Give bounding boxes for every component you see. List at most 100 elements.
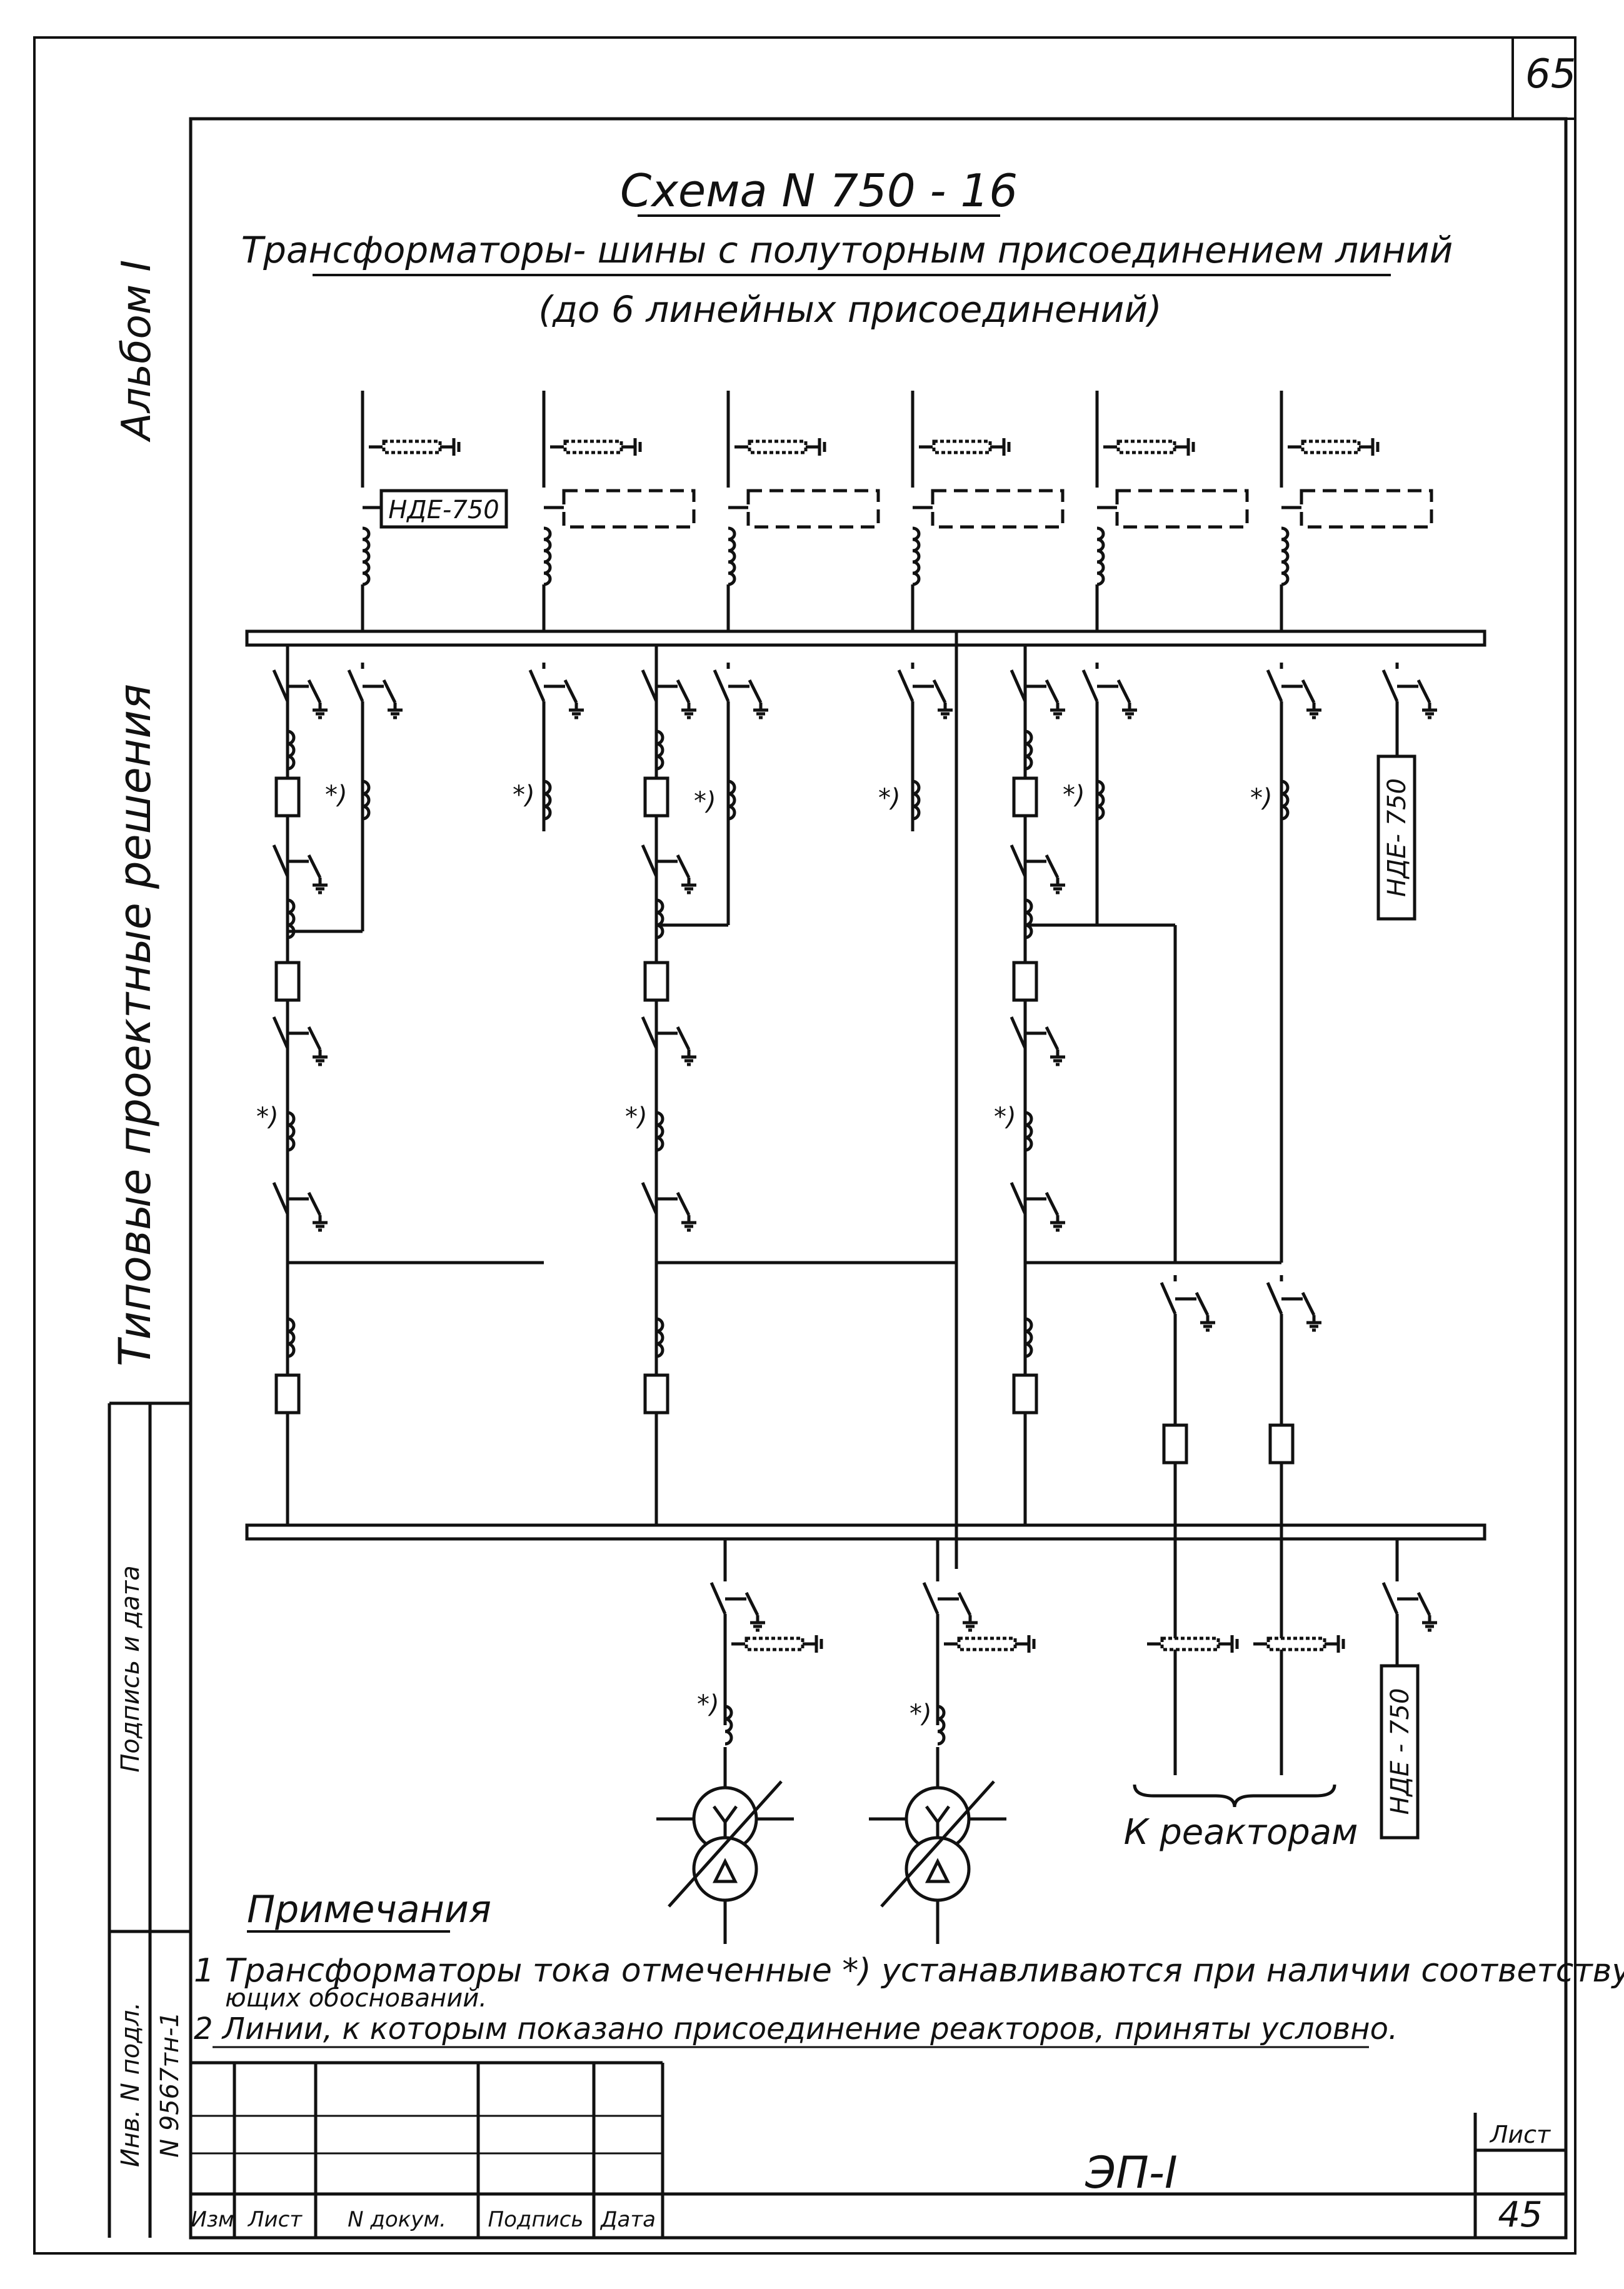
circuit-breaker xyxy=(643,1373,669,1415)
ct-coil xyxy=(543,804,552,821)
current-transformer xyxy=(912,779,921,821)
circuit-breaker xyxy=(643,961,669,1002)
delta-symbol xyxy=(712,1858,738,1883)
circuit-breaker xyxy=(274,961,301,1002)
ct-mark: *) xyxy=(694,787,716,816)
earth-blade xyxy=(563,679,578,704)
note-1: 1 Трансформаторы тока отмеченные *) уста… xyxy=(194,1952,1624,1990)
disconnector xyxy=(641,1009,696,1066)
current-transformer xyxy=(728,779,736,821)
switch-blade xyxy=(1010,669,1027,703)
arrester-body xyxy=(1266,1636,1326,1651)
ct-coil xyxy=(1025,1342,1033,1358)
earth-blade xyxy=(1045,679,1060,704)
ct-coil xyxy=(287,754,296,771)
switch-blade xyxy=(1266,669,1283,703)
switch-blade xyxy=(528,669,546,703)
nde-box-right: НДЕ- 750 xyxy=(1376,754,1416,921)
earth-blade xyxy=(1045,854,1060,879)
earth-blade xyxy=(307,1191,322,1216)
disconnector xyxy=(272,838,328,894)
current-transformer xyxy=(287,1317,296,1358)
surge-arrester xyxy=(550,438,642,456)
regulation-arrow xyxy=(880,1780,995,1908)
star-symbol xyxy=(925,1805,951,1838)
switch-blade xyxy=(1010,1016,1027,1049)
busbar-lower xyxy=(245,1523,1486,1541)
surge-arrester xyxy=(1288,438,1380,456)
line-trap xyxy=(543,526,552,586)
col-sign: Подпись xyxy=(488,2207,584,2232)
earth-blade xyxy=(1195,1291,1210,1316)
coil-turn xyxy=(362,526,371,541)
ct-marks: *)*)*)*)*)*)*)*)*)*)*) xyxy=(256,781,1273,1728)
coil-turn xyxy=(1096,560,1105,575)
switch-blade xyxy=(641,1181,658,1215)
current-transformer xyxy=(656,1317,664,1358)
earth-blade xyxy=(1301,679,1316,704)
coil-turn xyxy=(1096,538,1105,553)
disconnector xyxy=(641,838,696,894)
ct-coil xyxy=(1025,754,1033,771)
line-trap xyxy=(1096,526,1105,586)
reactor-brace xyxy=(1133,1784,1336,1808)
coil-turn xyxy=(912,538,921,553)
coil-turn xyxy=(1281,549,1290,564)
coil-turn xyxy=(1281,560,1290,575)
disconnector xyxy=(1266,663,1321,719)
coil-turn xyxy=(728,571,736,586)
left-stamp xyxy=(108,1401,191,2238)
circuit-breaker xyxy=(1012,961,1038,1002)
coil-turn xyxy=(1096,549,1105,564)
ct-coil xyxy=(656,1342,664,1358)
surge-arrester xyxy=(944,1635,1036,1653)
surge-arrester xyxy=(369,438,461,456)
earth-blade xyxy=(676,679,691,704)
switch-blade xyxy=(641,844,658,878)
current-transformer xyxy=(362,779,371,821)
disconnector xyxy=(1010,1175,1065,1232)
switch-blade xyxy=(1010,1181,1027,1215)
earth-blade xyxy=(957,1591,972,1616)
earth-blade xyxy=(676,854,691,879)
ct-mark: *) xyxy=(1250,784,1273,813)
current-transformer xyxy=(543,779,552,821)
col-izm: Изм xyxy=(191,2207,234,2232)
coil-turn xyxy=(912,571,921,586)
ct-mark: *) xyxy=(697,1690,719,1719)
current-transformer xyxy=(1025,729,1033,771)
disconnector xyxy=(1081,663,1137,719)
switch-blade xyxy=(641,1016,658,1049)
col-doc: N докум. xyxy=(348,2207,446,2232)
equipment-placeholder xyxy=(1300,489,1433,529)
coil-turn xyxy=(362,549,371,564)
switch-blade xyxy=(709,1581,727,1615)
earth-blade xyxy=(744,1591,759,1616)
current-transformer xyxy=(287,729,296,771)
earth-blade xyxy=(748,679,763,704)
switch-blade xyxy=(1160,1281,1177,1315)
coil-turn xyxy=(543,571,552,586)
drawing-code: ЭП-I xyxy=(1085,2147,1177,2198)
coil-turn xyxy=(912,526,921,541)
ct-mark: *) xyxy=(256,1103,279,1131)
equipment-placeholder xyxy=(1115,489,1249,529)
disconnector xyxy=(1010,663,1065,719)
arrester-body xyxy=(957,1636,1017,1651)
ct-coil xyxy=(1025,1136,1033,1152)
current-transformer xyxy=(1025,1111,1033,1152)
current-transformer xyxy=(287,1111,296,1152)
earth-blade xyxy=(676,1191,691,1216)
ct-coil xyxy=(656,754,664,771)
delta-symbol xyxy=(925,1858,951,1883)
current-transformer xyxy=(937,1705,946,1746)
disconnector xyxy=(1010,1009,1065,1066)
power-transformer xyxy=(656,1780,794,1944)
earth-blade xyxy=(382,679,397,704)
coil-turn xyxy=(1096,526,1105,541)
coil-turn xyxy=(912,560,921,575)
arrester-body xyxy=(744,1636,804,1651)
disconnector xyxy=(897,663,953,719)
disconnector xyxy=(922,1575,978,1632)
earth-blade xyxy=(1416,679,1431,704)
